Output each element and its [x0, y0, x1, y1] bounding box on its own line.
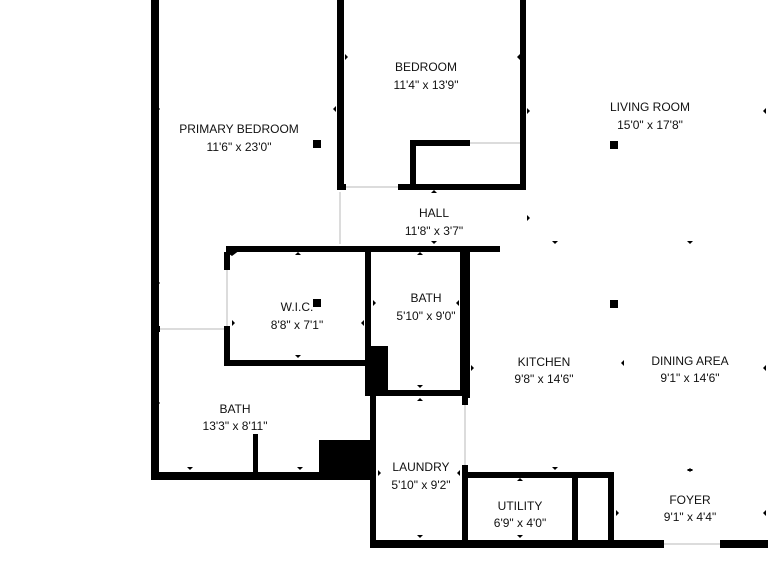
- label-laundry-dims: 5'10" x 9'2": [391, 478, 450, 492]
- fixture-bath-left: [319, 440, 371, 478]
- label-foyer-dims: 9'1" x 4'4": [664, 510, 716, 524]
- wall-hall-bottom: [226, 246, 500, 252]
- wall-primary-right: [337, 0, 344, 190]
- label-bath-left-name: BATH: [219, 402, 250, 416]
- label-foyer-name: FOYER: [669, 493, 711, 507]
- label-hall-name: HALL: [419, 206, 449, 220]
- label-utility-name: UTILITY: [498, 499, 543, 513]
- wall-kitchen-left: [462, 250, 470, 398]
- room-labels: PRIMARY BEDROOM 11'6" x 23'0" BEDROOM 11…: [179, 60, 728, 530]
- label-dining-area-name: DINING AREA: [651, 354, 728, 368]
- label-dining-area-dims: 9'1" x 14'6": [660, 371, 719, 385]
- wall-laundry-right: [462, 396, 468, 546]
- wall-outer-bottom: [372, 540, 768, 548]
- wall-closet-top: [410, 140, 470, 146]
- wall-foyer-left: [608, 472, 614, 546]
- label-bath-left-dims: 13'3" x 8'11": [203, 419, 268, 433]
- label-wic-dims: 8'8" x 7'1": [271, 318, 323, 332]
- marker-wic: [313, 299, 321, 307]
- label-primary-bedroom-name: PRIMARY BEDROOM: [179, 122, 299, 136]
- openings: [160, 139, 720, 549]
- marker-living-room: [610, 141, 618, 149]
- wall-bedroom-bottom: [344, 184, 526, 190]
- room-markers: [313, 140, 618, 308]
- marker-primary-bedroom: [313, 140, 321, 148]
- label-bath-center-dims: 5'10" x 9'0": [396, 309, 455, 323]
- label-kitchen-dims: 9'8" x 14'6": [514, 372, 573, 386]
- label-utility-dims: 6'9" x 4'0": [494, 516, 546, 530]
- label-bath-center-name: BATH: [410, 291, 441, 305]
- label-living-room-name: LIVING ROOM: [610, 100, 690, 114]
- wall-bedroom-right: [520, 0, 526, 190]
- marker-dining: [610, 300, 618, 308]
- fixture-bath-center: [366, 346, 388, 394]
- wall-wic-bath-divider: [365, 246, 371, 396]
- walls: [151, 0, 768, 548]
- label-primary-bedroom-dims: 11'6" x 23'0": [207, 140, 272, 154]
- label-wic-name: W.I.C.: [281, 300, 314, 314]
- label-kitchen-name: KITCHEN: [518, 355, 571, 369]
- wall-closet-left: [410, 140, 416, 190]
- tick-marks: [157, 54, 766, 538]
- wall-utility-right: [572, 472, 578, 546]
- wall-wic-bottom: [224, 360, 370, 366]
- fixtures: [319, 346, 388, 478]
- wall-bath-center-bottom: [365, 390, 466, 396]
- wall-laundry-left: [370, 392, 376, 548]
- label-bedroom-name: BEDROOM: [395, 60, 457, 74]
- wall-wic-left-lower: [224, 330, 230, 366]
- label-hall-dims: 11'8" x 3'7": [405, 224, 463, 238]
- label-bedroom-dims: 11'4" x 13'9": [394, 78, 459, 92]
- wall-bath-left-bottom: [151, 472, 376, 480]
- label-living-room-dims: 15'0" x 17'8": [617, 118, 683, 132]
- wall-bath-left-stub: [253, 434, 258, 476]
- wall-outer-left: [151, 0, 159, 480]
- wall-utility-top: [462, 472, 612, 478]
- label-laundry-name: LAUNDRY: [392, 460, 449, 474]
